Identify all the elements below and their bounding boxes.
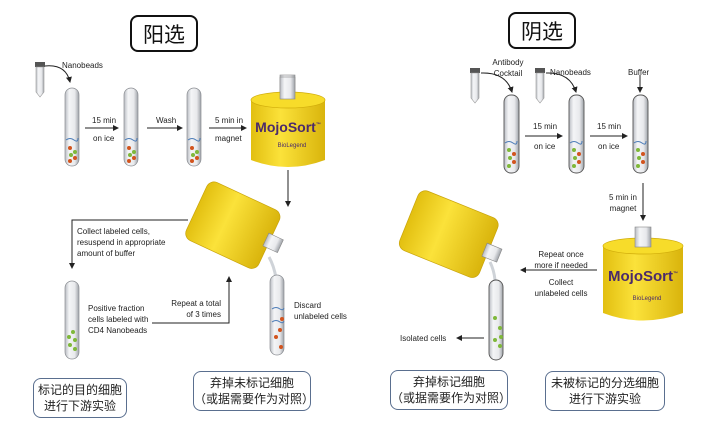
step-label: 15 min [533, 122, 558, 131]
collect-label: Collect unlabeled cells [530, 277, 592, 299]
repeat-arrow [152, 276, 232, 324]
antibody-vial-icon [470, 68, 480, 104]
positive-fraction-line: cells labeled with [88, 315, 149, 324]
tilted-magnet-icon [185, 181, 284, 269]
tube-icon [632, 94, 649, 174]
note-line: （或据需要作为对照） [391, 391, 512, 405]
tube-icon [123, 87, 139, 167]
magnet-brand: MojoSort™ [255, 119, 321, 135]
reagent-label-line: Antibody [492, 58, 524, 67]
tube-icon [64, 87, 80, 167]
add-reagent-arrow [44, 65, 72, 83]
positive-note-discard: 弃掉未标记细胞 （或据需要作为对照） [193, 371, 315, 411]
step-label: Wash [156, 116, 177, 125]
positive-note-target: 标记的目的细胞 进行下游实验 [33, 378, 127, 418]
note-line: 进行下游实验 [568, 392, 641, 406]
mojosort-magnet-icon: MojoSort™ BioLegend [250, 74, 326, 167]
collect-label-line: Collect [548, 278, 574, 287]
tube-icon [488, 279, 504, 361]
note-line: （或据需要作为对照） [194, 392, 315, 406]
note-line: 进行下游实验 [43, 399, 116, 413]
repeat-label-line: Repeat once [538, 250, 584, 259]
positive-fraction-label: Positive fraction cells labeled with CD4… [88, 303, 148, 336]
step-label: on ice [534, 142, 556, 151]
step-label: on ice [93, 134, 115, 143]
collect-label-line: Collect labeled cells, [77, 227, 150, 236]
add-reagent-arrow [545, 72, 578, 93]
step-label: 15 min [92, 116, 117, 125]
reagent-label: Nanobeads [62, 61, 103, 70]
collect-arrow [69, 219, 188, 269]
note-line: 标记的目的细胞 [37, 383, 122, 397]
step-label: 15 min [597, 122, 622, 131]
step-label-line: magnet [609, 204, 637, 213]
note-line: 弃掉标记细胞 [412, 375, 485, 389]
positive-fraction-line: CD4 Nanobeads [88, 326, 148, 335]
collect-label-line: unlabeled cells [534, 289, 588, 298]
collect-label-line: resuspend in appropriate [77, 238, 166, 247]
collect-label: Collect labeled cells, resuspend in appr… [77, 226, 166, 259]
mojosort-magnet-icon: MojoSort™ BioLegend [602, 226, 684, 321]
repeat-label: Repeat once more if needed [530, 249, 592, 271]
discard-label: Discard unlabeled cells [294, 300, 347, 322]
nanobeads-vial-icon [35, 62, 45, 98]
magnet-brand: MojoSort™ [608, 268, 678, 285]
magnet-maker: BioLegend [278, 143, 307, 149]
tube-icon [269, 274, 285, 356]
tilted-magnet-icon [398, 190, 503, 278]
reagent-label: Nanobeads [550, 68, 591, 77]
tube-icon [186, 87, 202, 167]
negative-note-discard: 弃掉标记细胞 （或据需要作为对照） [390, 370, 512, 410]
note-line: 弃掉未标记细胞 [209, 376, 294, 390]
step-label: magnet [215, 134, 242, 143]
nanobeads-vial-icon [535, 68, 545, 104]
isolated-cells-label: Isolated cells [400, 334, 447, 343]
add-reagent-arrow [480, 72, 514, 93]
step-label: 5 min in [215, 116, 244, 125]
repeat-label-line: more if needed [534, 261, 588, 270]
tube-icon [503, 94, 520, 174]
discard-label-line: unlabeled cells [294, 312, 347, 321]
negative-note-target: 未被标记的分选细胞 进行下游实验 [545, 371, 665, 411]
reagent-label: Antibody Cocktail [490, 57, 526, 79]
positive-fraction-line: Positive fraction [88, 304, 145, 313]
tube-icon [64, 280, 80, 360]
step-label-line: 5 min in [608, 193, 637, 202]
repeat-label-line: Repeat a total [171, 299, 221, 308]
magnet-maker: BioLegend [633, 296, 662, 302]
note-line: 未被标记的分选细胞 [550, 376, 659, 390]
tube-icon [568, 94, 585, 174]
reagent-label: Buffer [628, 68, 650, 77]
negative-selection-title: 阴选 [508, 12, 576, 49]
step-label: on ice [598, 142, 620, 151]
repeat-label-line: of 3 times [186, 310, 221, 319]
reagent-label-line: Cocktail [493, 69, 523, 78]
step-label: 5 min in magnet [608, 192, 638, 214]
collect-label-line: amount of buffer [77, 249, 136, 258]
repeat-label: Repeat a total of 3 times [171, 298, 221, 320]
positive-selection-title: 阳选 [130, 15, 198, 52]
discard-label-line: Discard [294, 301, 322, 310]
